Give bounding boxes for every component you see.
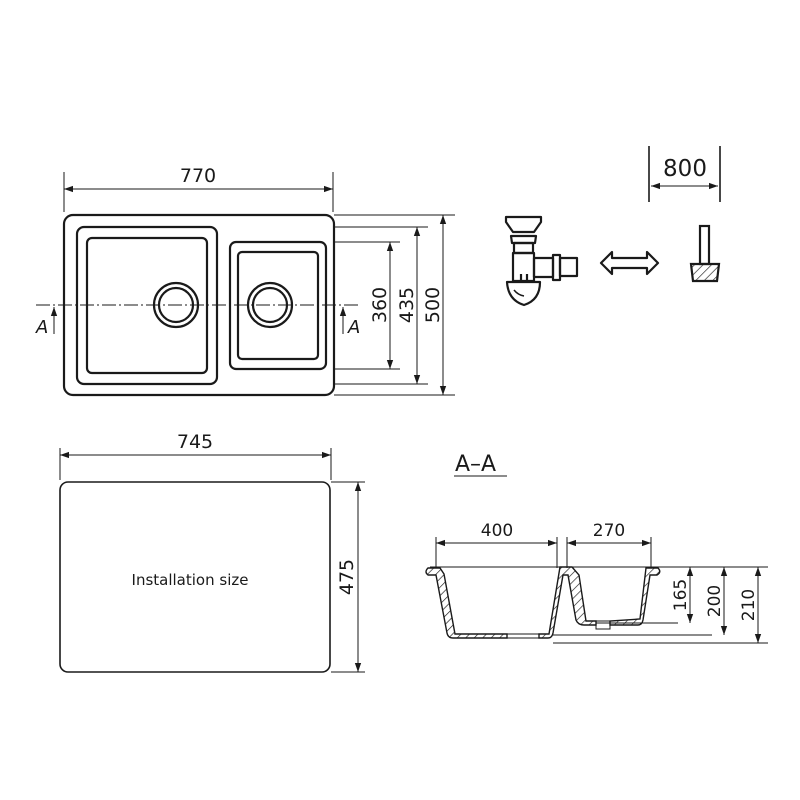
dimension-475: 475 [336, 559, 358, 595]
siphon-panel: 800 [504, 146, 721, 307]
dimension-360: 360 [369, 287, 391, 323]
double-arrow-icon [599, 250, 660, 276]
dimension-800: 800 [663, 156, 707, 182]
dimension-270: 270 [593, 521, 625, 541]
dimension-400: 400 [481, 521, 513, 541]
siphon-icon [504, 215, 579, 307]
cabinet-leg-icon [689, 224, 721, 283]
section-marker-right: A [347, 317, 360, 338]
installation-view: 745 Installation size 475 [59, 431, 365, 673]
large-drain-section [506, 633, 540, 639]
dimension-435: 435 [396, 287, 418, 323]
installation-cutout [59, 481, 331, 673]
installation-size-label: Installation size [132, 571, 249, 589]
dimension-200: 200 [705, 585, 725, 617]
dimension-770: 770 [180, 165, 216, 187]
section-title: A–A [455, 452, 496, 477]
section-marker-left: A [35, 317, 48, 338]
dimension-210: 210 [739, 589, 759, 621]
top-view: 770 A A 360 435 [35, 165, 455, 397]
section-view: A–A 400 270 165 200 [425, 452, 768, 644]
dimension-745: 745 [177, 431, 213, 453]
dimension-165: 165 [671, 579, 691, 611]
dimension-500: 500 [422, 287, 444, 323]
small-drain-section [595, 620, 611, 630]
sink-cross-section [425, 566, 661, 639]
